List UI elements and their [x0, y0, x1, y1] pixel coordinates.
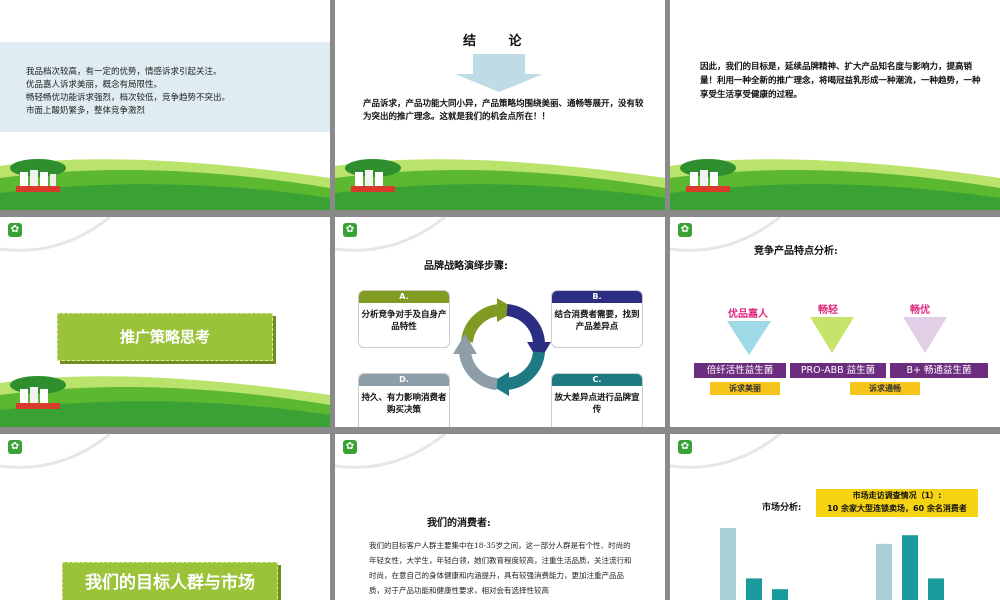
cone-icon: [810, 317, 854, 353]
feature-bar: 倍纤活性益生菌: [694, 363, 786, 378]
mengniu-logo: ✿: [8, 440, 25, 454]
feature-bar: B+ 畅通益生菌: [890, 363, 988, 378]
cow-logo-icon: ✿: [343, 223, 357, 237]
down-arrow-icon: [455, 54, 543, 92]
product-badge-icon: [680, 159, 736, 192]
slide-thumbnail-4[interactable]: ✿ 推广策略思考: [0, 217, 330, 427]
slide-thumbnail-5[interactable]: ✿ 品牌战略演绎步骤: A. 分析竞争对手及自身产品特性 B. 结合消费者需要，…: [335, 217, 665, 427]
step-card-d: D. 持久、有力影响消费者购买决策: [358, 373, 450, 427]
slide-thumbnail-1[interactable]: 我品档次较高，有一定的优势，情感诉求引起关注。 优品嘉人诉求美丽，概念有局限性。…: [0, 0, 330, 210]
cow-logo-icon: ✿: [678, 440, 692, 454]
survey-bar: [902, 535, 918, 600]
slide-thumbnail-7[interactable]: ✿ 我们的目标人群与市场: [0, 434, 330, 600]
slide-title: 我们的消费者:: [427, 518, 491, 529]
slide-thumbnail-2[interactable]: 结 论 产品诉求，产品功能大同小异，产品策略均围绕美丽、通畅等展开，没有较为突出…: [335, 0, 665, 210]
logo-swoosh: [670, 217, 781, 252]
survey-box: 市场走访调查情况（1）: 10 余家大型连锁卖场，60 余名消费者: [816, 489, 978, 517]
market-label: 市场分析:: [762, 503, 802, 513]
slide-thumbnail-3[interactable]: 因此，我们的目标是，延续品牌精神、扩大产品知名度与影响力，提高销量！利用一种全新…: [670, 0, 1000, 210]
cow-logo-icon: ✿: [678, 223, 692, 237]
step-letter: D.: [359, 374, 449, 386]
logo-swoosh: [335, 434, 446, 469]
step-text: 结合消费者需要，找到产品差异点: [554, 310, 640, 332]
cone-icon: [903, 317, 947, 353]
feature-bar: PRO-ABB 益生菌: [790, 363, 886, 378]
survey-bar: [772, 589, 788, 600]
slide-title: 品牌战略演绎步骤:: [424, 261, 508, 272]
step-text: 持久、有力影响消费者购买决策: [361, 393, 447, 415]
green-wave-footer: [0, 376, 330, 427]
survey-bar: [720, 528, 736, 600]
product-badge-icon: [10, 376, 66, 409]
conclusion-text: 产品诉求，产品功能大同小异，产品策略均围绕美丽、通畅等展开，没有较为突出的推广理…: [363, 99, 644, 122]
section-heading: 我们的目标人群与市场: [62, 562, 278, 600]
survey-title: 市场走访调查情况（1）:: [852, 491, 942, 500]
slide-thumbnail-8[interactable]: ✿ 我们的消费者: 我们的目标客户人群主要集中在18-35岁之间，这一部分人群是…: [335, 434, 665, 600]
logo-swoosh: [0, 434, 111, 469]
step-card-b: B. 结合消费者需要，找到产品差异点: [551, 290, 643, 348]
summary-panel: 我品档次较高，有一定的优势，情感诉求引起关注。 优品嘉人诉求美丽，概念有局限性。…: [0, 42, 330, 132]
step-card-a: A. 分析竞争对手及自身产品特性: [358, 290, 450, 348]
survey-bar: [876, 543, 892, 600]
green-wave-footer: [0, 159, 330, 210]
survey-bar: [928, 578, 944, 600]
step-letter: C.: [552, 374, 642, 386]
slide-thumbnail-6[interactable]: ✿ 竞争产品特点分析: 优品嘉人 畅轻 畅优 倍纤活性益生菌 PRO-ABB 益…: [670, 217, 1000, 427]
appeal-tag: 诉求美丽: [710, 382, 780, 395]
brand-label: 畅轻: [818, 305, 838, 316]
brand-label: 优品嘉人: [728, 309, 768, 320]
survey-bar: [746, 578, 762, 600]
summary-line: 市面上酸奶繁多，整体竞争激烈: [26, 106, 146, 116]
consumer-text: 我们的目标客户人群主要集中在18-35岁之间，这一部分人群是有个性、时尚的年轻女…: [369, 541, 632, 595]
summary-line: 我品档次较高，有一定的优势，情感诉求引起关注。: [26, 67, 222, 77]
cow-logo-icon: ✿: [8, 223, 22, 237]
product-badge-icon: [10, 159, 66, 192]
cow-logo-icon: ✿: [8, 440, 22, 454]
cow-logo-icon: ✿: [343, 440, 357, 454]
mengniu-logo: ✿: [678, 223, 695, 237]
cone-icon: [727, 321, 771, 355]
survey-detail: 10 余家大型连锁卖场，60 余名消费者: [827, 504, 967, 513]
summary-line: 畅轻畅优功能诉求强烈，档次较低，竞争趋势不突出。: [26, 93, 231, 103]
slide-title: 结 论: [463, 34, 536, 49]
step-text: 分析竞争对手及自身产品特性: [361, 310, 447, 332]
green-wave-footer: [670, 159, 1000, 210]
mengniu-logo: ✿: [343, 223, 360, 237]
green-wave-footer: [335, 159, 665, 210]
summary-line: 优品嘉人诉求美丽，概念有局限性。: [26, 80, 163, 90]
section-heading: 推广策略思考: [57, 313, 273, 361]
step-letter: B.: [552, 291, 642, 303]
mengniu-logo: ✿: [343, 440, 360, 454]
step-text: 放大差异点进行品牌宣传: [554, 393, 640, 415]
product-badge-icon: [345, 159, 401, 192]
slide-title: 竞争产品特点分析:: [754, 246, 838, 257]
logo-swoosh: [335, 217, 446, 252]
cycle-arrows-diagram: [453, 298, 551, 396]
logo-swoosh: [670, 434, 781, 469]
step-card-c: C. 放大差异点进行品牌宣传: [551, 373, 643, 427]
step-letter: A.: [359, 291, 449, 303]
slide-thumbnail-9[interactable]: ✿ 市场分析: 市场走访调查情况（1）: 10 余家大型连锁卖场，60 余名消费…: [670, 434, 1000, 600]
mengniu-logo: ✿: [678, 440, 695, 454]
logo-swoosh: [0, 217, 111, 252]
brand-label: 畅优: [910, 305, 930, 316]
goal-text: 因此，我们的目标是，延续品牌精神、扩大产品知名度与影响力，提高销量！利用一种全新…: [700, 62, 981, 100]
appeal-tag: 诉求通畅: [850, 382, 920, 395]
survey-bar-chart: [720, 528, 944, 600]
mengniu-logo: ✿: [8, 223, 25, 237]
